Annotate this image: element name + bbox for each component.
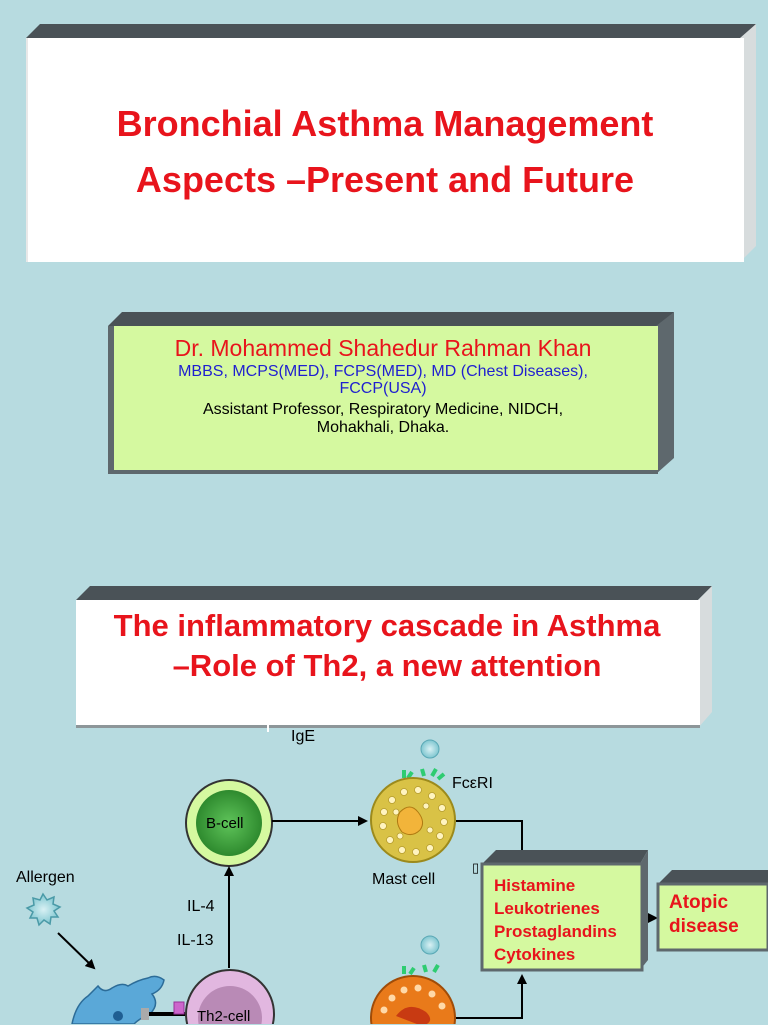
title-panel-face [26,38,744,262]
cascade-title-line1: The inflammatory cascade in Asthma [113,608,661,643]
author-degrees-line1: MBBS, MCPS(MED), FCPS(MED), MD (Chest Di… [178,363,588,380]
arrow-allergen [57,932,96,970]
author-panel-face [108,326,658,474]
atopic-line1: Atopic [669,892,729,913]
th2-cell [185,969,275,1024]
author-panel-top-bevel [108,312,674,326]
antigen-dot-bottom [420,935,440,955]
allergen-label: Allergen [16,869,75,886]
b-cell [185,779,273,867]
allergen-icon [25,892,62,927]
th2-cell-label: Th2-cell [197,1008,251,1025]
b-cell-label: B-cell [206,815,244,832]
eosinophil-icon [370,964,456,1024]
receptor-magenta [173,1001,185,1015]
mediator-item: Leukotrienes [494,899,600,918]
mediator-item: Histamine [494,876,576,895]
stray-glyph: ▯ [472,860,480,875]
author-position-line1: Assistant Professor, Respiratory Medicin… [202,401,564,418]
atopic-disease-label: Atopic disease [669,891,739,939]
slide-title-line2: Aspects –Present and Future [135,159,635,200]
author-degrees-line2: FCCP(USA) [339,380,427,397]
mediators-panel [480,850,648,972]
mediator-item: Cytokines [494,945,576,964]
cascade-panel-face [76,600,700,728]
il4-label: IL-4 [187,898,215,915]
author-info: Dr. Mohammed Shahedur Rahman Khan MBBS, … [114,334,652,437]
il13-label: IL-13 [177,932,214,949]
mast-cell-label: Mast cell [372,871,436,888]
atopic-panel [656,870,768,952]
receptor-grey [141,1008,149,1020]
cascade-panel-side-bevel [698,586,712,728]
fceri-label: FcεRI [452,775,493,792]
title-panel-side-bevel [740,24,756,262]
author-name: Dr. Mohammed Shahedur Rahman Khan [174,335,592,361]
antigen-dot-top [420,739,440,759]
ige-label: IgE [291,728,316,745]
mediators-list: Histamine Leukotrienes Prostaglandins Cy… [494,874,617,966]
atopic-line2: disease [669,916,739,937]
author-position-line2: Mohakhali, Dhaka. [316,419,450,436]
cascade-panel-top-bevel [76,586,712,600]
mast-cell-icon [370,768,456,863]
cascade-title-line2: –Role of Th2, a new attention [172,648,602,683]
slide-title: Bronchial Asthma Management Aspects –Pre… [26,96,744,208]
slide-title-line1: Bronchial Asthma Management [116,103,654,144]
arrow-bottom-cell-to-mediators [456,974,527,1019]
author-panel-side-bevel [656,312,674,474]
mediator-item: Prostaglandins [494,922,617,941]
title-panel-top-bevel [26,24,756,38]
arrow-mast-to-mediators [456,820,527,866]
dendritic-cell-icon [71,975,165,1024]
cascade-title: The inflammatory cascade in Asthma –Role… [76,606,698,686]
